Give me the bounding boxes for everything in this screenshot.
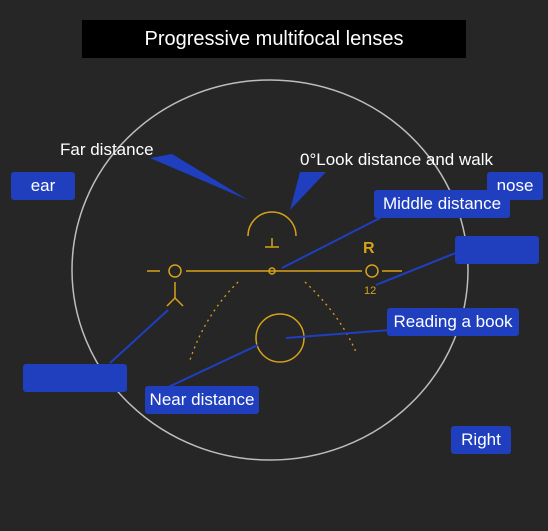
title-bar: Progressive multifocal lenses: [82, 20, 466, 58]
pointer-reading: [285, 329, 391, 339]
pointer-near-distance: [161, 344, 259, 391]
right-label: Right: [451, 426, 511, 454]
near-distance-circle: [255, 313, 305, 363]
lens-number-mark: 12: [364, 285, 377, 297]
pointer-left-symbol: [109, 309, 169, 364]
page-title: Progressive multifocal lenses: [144, 27, 404, 50]
reading-label: Reading a book: [387, 308, 519, 336]
left-symbol-fork: [166, 296, 184, 307]
blank-marker-left: [23, 364, 127, 392]
middle-distance-label: Middle distance: [374, 190, 510, 218]
ear-label: ear: [11, 172, 75, 200]
look-distance-label: 0°Look distance and walk: [300, 150, 493, 169]
pointer-middle-distance: [281, 217, 381, 269]
callout-far-distance: [150, 154, 248, 200]
pointer-lens-number: [375, 251, 459, 286]
prism-reference-point: [268, 267, 276, 275]
blank-marker-right: [455, 236, 539, 264]
callout-look-distance: [290, 172, 326, 210]
lens-side-mark: R: [363, 240, 375, 257]
lens-outline: [71, 79, 469, 461]
near-distance-label: Near distance: [145, 386, 259, 414]
right-engraving-circle: [365, 264, 379, 278]
corridor-right-dotted: [304, 281, 357, 353]
left-engraving-circle: [168, 264, 182, 278]
corridor-left-dotted: [189, 281, 239, 361]
far-distance-label: Far distance: [60, 140, 154, 159]
far-distance-arc: [247, 211, 297, 237]
